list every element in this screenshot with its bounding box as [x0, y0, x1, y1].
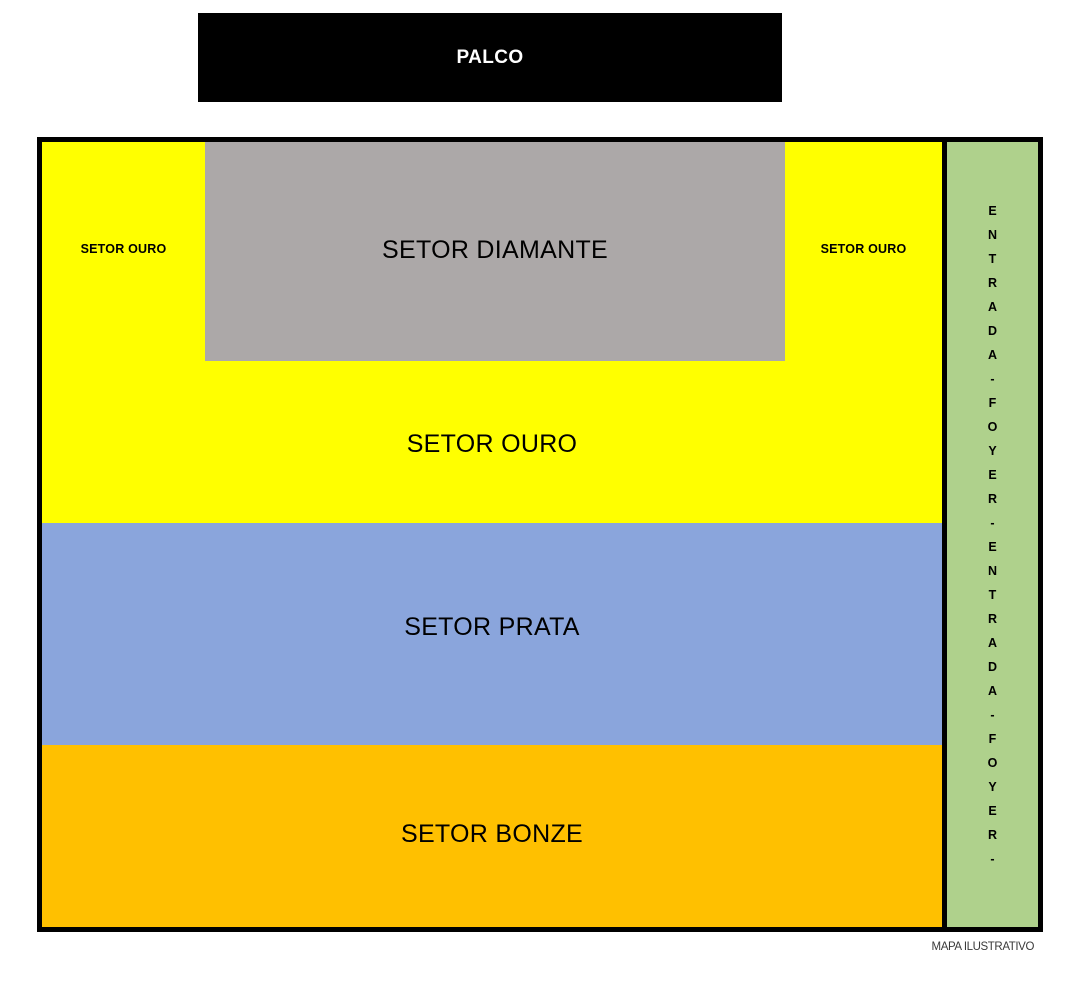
sector-ouro-main-label: SETOR OURO — [406, 430, 578, 458]
entrance-foyer-letter: Y — [988, 779, 997, 794]
sector-ouro-upper[interactable]: SETOR DIAMANTE SETOR OURO SETOR OURO SET… — [42, 142, 942, 523]
entrance-foyer-letter: - — [990, 371, 995, 386]
sector-diamante[interactable]: SETOR DIAMANTE — [205, 142, 785, 361]
sector-ouro-right-label: SETOR OURO — [820, 242, 907, 256]
entrance-foyer-letter: E — [988, 203, 997, 218]
entrance-foyer-letter: - — [990, 515, 995, 530]
entrance-foyer-letter: A — [987, 347, 997, 362]
sector-ouro-left-label: SETOR OURO — [80, 242, 167, 256]
entrance-foyer-letter: - — [990, 851, 995, 866]
sector-bonze-label: SETOR BONZE — [400, 820, 584, 848]
entrance-foyer-letter: O — [987, 419, 998, 434]
entrance-foyer-letter: N — [987, 563, 997, 578]
illustrative-map-caption: MAPA ILUSTRATIVO — [931, 941, 1035, 953]
entrance-foyer-letter: - — [990, 707, 995, 722]
entrance-foyer-letter: E — [988, 803, 997, 818]
sector-diamante-label: SETOR DIAMANTE — [382, 236, 608, 264]
entrance-foyer-letter: D — [987, 323, 997, 338]
entrance-foyer-letter: R — [987, 827, 997, 842]
entrance-foyer-letter: F — [988, 731, 997, 746]
entrance-foyer-letter: T — [988, 587, 997, 602]
entrance-foyer-letter: E — [988, 539, 997, 554]
sector-prata[interactable]: SETOR PRATA — [42, 523, 942, 745]
entrance-foyer-letter: R — [987, 491, 997, 506]
sector-bonze[interactable]: SETOR BONZE — [42, 745, 942, 927]
entrance-foyer-letter: E — [988, 467, 997, 482]
stage-block: PALCO — [198, 13, 782, 102]
entrance-foyer-letter: Y — [988, 443, 997, 458]
stage-label: PALCO — [456, 46, 524, 68]
entrance-foyer-letter: D — [987, 659, 997, 674]
entrance-foyer-letter: R — [987, 275, 997, 290]
entrance-foyer-letter: A — [987, 683, 997, 698]
entrance-foyer-letter: F — [988, 395, 997, 410]
entrance-foyer-letter: N — [987, 227, 997, 242]
entrance-foyer-letter: A — [987, 635, 997, 650]
entrance-foyer-letter: R — [987, 611, 997, 626]
entrance-foyer-letter: A — [987, 299, 997, 314]
sector-prata-label: SETOR PRATA — [404, 613, 580, 641]
entrance-foyer-letter: O — [987, 755, 998, 770]
seating-map: SETOR DIAMANTE SETOR OURO SETOR OURO SET… — [37, 137, 1043, 932]
entrance-foyer-letter: T — [988, 251, 997, 266]
